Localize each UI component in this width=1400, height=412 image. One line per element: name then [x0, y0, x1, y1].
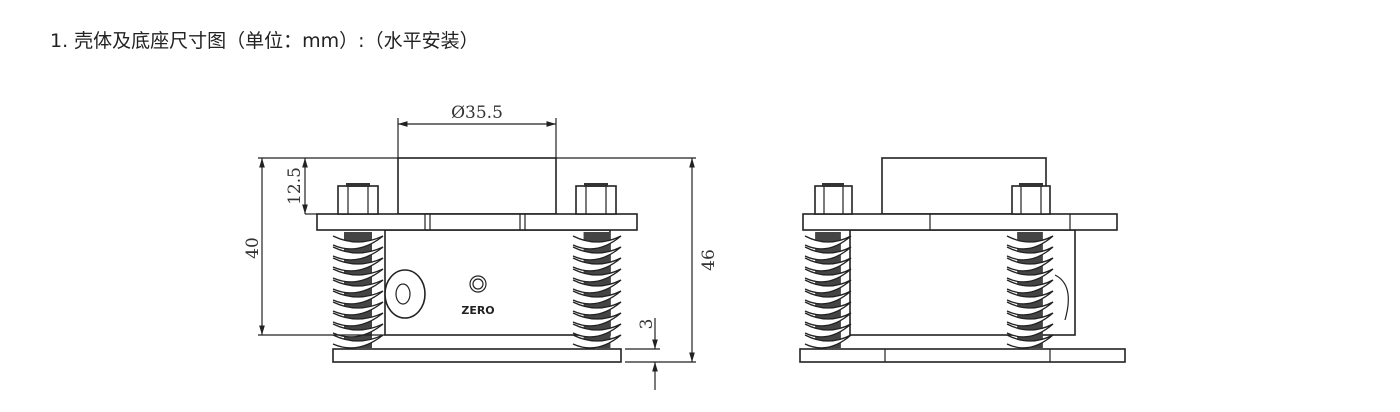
dim-body-height: 40: [243, 237, 263, 259]
zero-button-icon: [469, 275, 487, 293]
front-view: ZERO: [316, 157, 638, 363]
nut-icon: [1011, 183, 1051, 215]
top-plate: [316, 213, 638, 231]
base-plate: [799, 348, 1126, 363]
dim-total-height: 46: [699, 249, 719, 271]
dimensions: Ø35.5 40 12.5 46 3: [243, 103, 719, 390]
zero-label: ZERO: [461, 304, 494, 317]
base-plate: [332, 348, 622, 363]
spring-icon: [1006, 232, 1054, 349]
top-plate: [802, 213, 1118, 231]
nut-icon: [814, 183, 853, 215]
dim-diameter: Ø35.5: [451, 103, 503, 123]
dim-top-height: 12.5: [285, 167, 305, 205]
housing-cylinder: [397, 157, 557, 215]
side-view: [799, 157, 1126, 363]
spring-icon: [572, 232, 622, 349]
nut-icon: [337, 183, 379, 215]
page-title: 1. 壳体及底座尺寸图（单位：mm）:（水平安装）: [50, 30, 479, 52]
spring-icon: [804, 232, 852, 349]
dim-base-thickness: 3: [637, 319, 657, 330]
nut-icon: [575, 183, 617, 215]
spring-icon: [332, 232, 384, 349]
washer-icon: [384, 269, 426, 319]
cable-icon: [1054, 274, 1069, 321]
